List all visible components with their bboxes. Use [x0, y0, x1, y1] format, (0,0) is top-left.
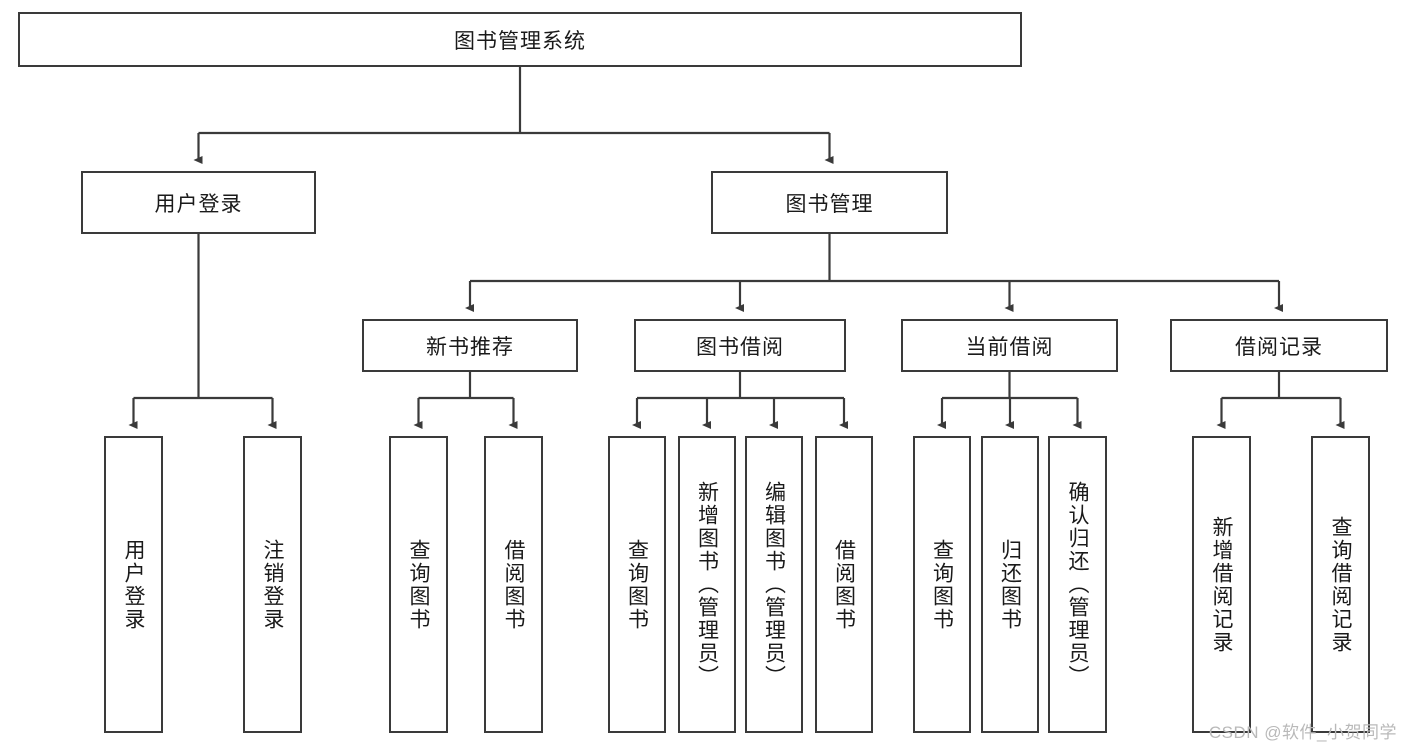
- node-root[interactable]: 图书管理系统: [18, 12, 1022, 67]
- node-label: 归还图书: [998, 538, 1022, 631]
- node-label: 新增借阅记录: [1210, 515, 1233, 654]
- node-label: 新书推荐: [426, 335, 514, 359]
- node-label: 借阅记录: [1235, 335, 1323, 359]
- node-leaf-cb-confirm[interactable]: 确认归还（管理员）: [1048, 436, 1107, 733]
- node-label: 用户登录: [122, 538, 145, 631]
- node-leaf-rec-query[interactable]: 查询图书: [389, 436, 448, 733]
- node-book-manage[interactable]: 图书管理: [711, 171, 948, 234]
- node-borrow-record[interactable]: 借阅记录: [1170, 319, 1388, 372]
- node-label: 查询借阅记录: [1329, 515, 1352, 654]
- node-user-login[interactable]: 用户登录: [81, 171, 316, 234]
- node-label: 新增图书（管理员）: [695, 481, 719, 688]
- node-label: 用户登录: [154, 192, 243, 216]
- node-leaf-cb-return[interactable]: 归还图书: [981, 436, 1039, 733]
- node-label: 图书管理: [785, 192, 874, 216]
- node-label: 编辑图书（管理员）: [762, 481, 786, 688]
- node-label: 确认归还（管理员）: [1066, 481, 1089, 688]
- node-label: 注销登录: [261, 538, 284, 631]
- node-leaf-bb-query[interactable]: 查询图书: [608, 436, 666, 733]
- node-label: 查询图书: [930, 538, 954, 631]
- watermark: CSDN @软件_小贺同学: [1208, 723, 1397, 742]
- node-new-book-rec[interactable]: 新书推荐: [362, 319, 578, 372]
- node-leaf-rec-borrow[interactable]: 借阅图书: [484, 436, 543, 733]
- node-label: 当前借阅: [965, 335, 1054, 359]
- node-leaf-br-query[interactable]: 查询借阅记录: [1311, 436, 1370, 733]
- node-book-borrow[interactable]: 图书借阅: [634, 319, 846, 372]
- node-label: 图书借阅: [696, 335, 784, 359]
- node-label: 查询图书: [407, 538, 430, 631]
- node-label: 图书管理系统: [454, 29, 586, 53]
- node-leaf-bb-edit[interactable]: 编辑图书（管理员）: [745, 436, 803, 733]
- node-leaf-cb-query[interactable]: 查询图书: [913, 436, 971, 733]
- node-label: 借阅图书: [832, 538, 856, 631]
- node-leaf-br-add[interactable]: 新增借阅记录: [1192, 436, 1251, 733]
- node-label: 借阅图书: [502, 538, 525, 631]
- node-label: 查询图书: [625, 538, 649, 631]
- node-current-borrow[interactable]: 当前借阅: [901, 319, 1118, 372]
- node-leaf-logout[interactable]: 注销登录: [243, 436, 302, 733]
- node-leaf-bb-add[interactable]: 新增图书（管理员）: [678, 436, 736, 733]
- node-leaf-user-login[interactable]: 用户登录: [104, 436, 163, 733]
- node-leaf-bb-borrow[interactable]: 借阅图书: [815, 436, 873, 733]
